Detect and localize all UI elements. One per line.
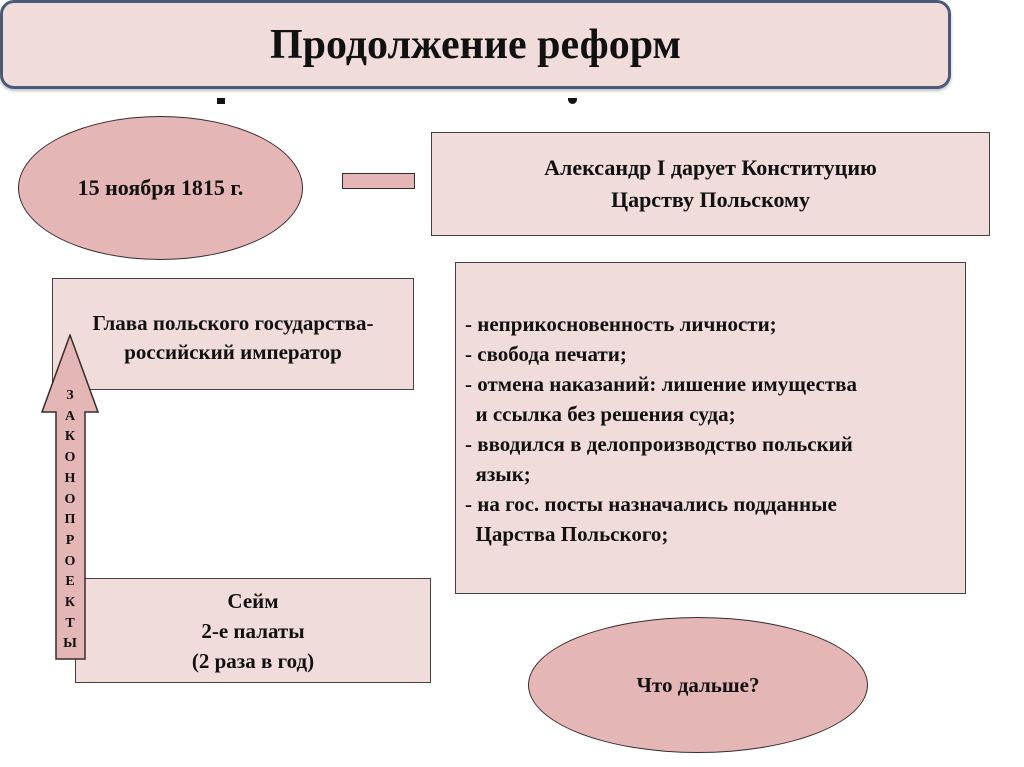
arrow-letter: Ы xyxy=(63,636,77,652)
sejm-line: (2 раза в год) xyxy=(191,648,315,673)
arrow-letter: Р xyxy=(65,532,75,548)
rights-list-item: - на гос. посты назначались подданные xyxy=(465,492,837,516)
head-of-state-line: Глава польского государства- xyxy=(92,311,374,335)
next-step-ellipse: Что дальше? xyxy=(528,617,868,753)
constitution-line: Царству Польскому xyxy=(610,187,811,212)
rights-list-item: и ссылка без решения суда; xyxy=(465,402,736,426)
arrow-letter: О xyxy=(64,450,76,466)
rights-list-item: - отмена наказаний: лишение имущества xyxy=(465,372,858,396)
arrow-letter: Т xyxy=(65,615,75,631)
date-label: 15 ноября 1815 г. xyxy=(77,175,244,200)
bills-arrow-label: З А К О Н О П Р О Е К Т Ы xyxy=(57,386,83,655)
sejm-line: Сейм xyxy=(227,588,279,613)
arrow-letter: А xyxy=(64,408,76,424)
arrow-letter: Н xyxy=(64,470,76,486)
rights-list-item: язык; xyxy=(465,462,531,486)
hidden-text-remnant xyxy=(215,96,229,110)
connector-bar xyxy=(342,173,415,189)
constitution-line: Александр I дарует Конституцию xyxy=(544,155,877,180)
head-of-state-box: Глава польского государства- российский … xyxy=(52,278,414,390)
date-ellipse: 15 ноября 1815 г. xyxy=(18,116,303,260)
arrow-letter: П xyxy=(64,512,76,528)
constitution-box: Александр I дарует Конституцию Царству П… xyxy=(431,132,990,236)
head-of-state-line: российский император xyxy=(124,340,342,364)
sejm-line: 2-е палаты xyxy=(201,618,305,643)
next-step-label: Что дальше? xyxy=(636,672,760,697)
hidden-text-remnant xyxy=(568,96,580,110)
arrow-letter: К xyxy=(64,429,76,445)
arrow-letter: К xyxy=(64,595,76,611)
arrow-letter: О xyxy=(64,553,76,569)
arrow-letter: О xyxy=(64,491,76,507)
arrow-letter: Е xyxy=(65,574,75,590)
rights-list-item: - вводился в делопроизводство польский xyxy=(465,432,853,456)
arrow-letter: З xyxy=(66,388,74,403)
rights-list-item: - свобода печати; xyxy=(465,342,627,366)
rights-list-item: Царства Польского; xyxy=(465,522,669,546)
bills-arrow: З А К О Н О П Р О Е К Т Ы xyxy=(40,334,100,660)
rights-list-box: - неприкосновенность личности; - свобода… xyxy=(455,262,966,594)
slide-title: Продолжение реформ xyxy=(269,21,682,68)
up-arrow-icon xyxy=(40,334,100,660)
rights-list-item: - неприкосновенность личности; xyxy=(465,312,777,336)
sejm-box: Сейм 2-е палаты (2 раза в год) xyxy=(75,578,431,683)
title-banner: Продолжение реформ xyxy=(0,0,951,89)
